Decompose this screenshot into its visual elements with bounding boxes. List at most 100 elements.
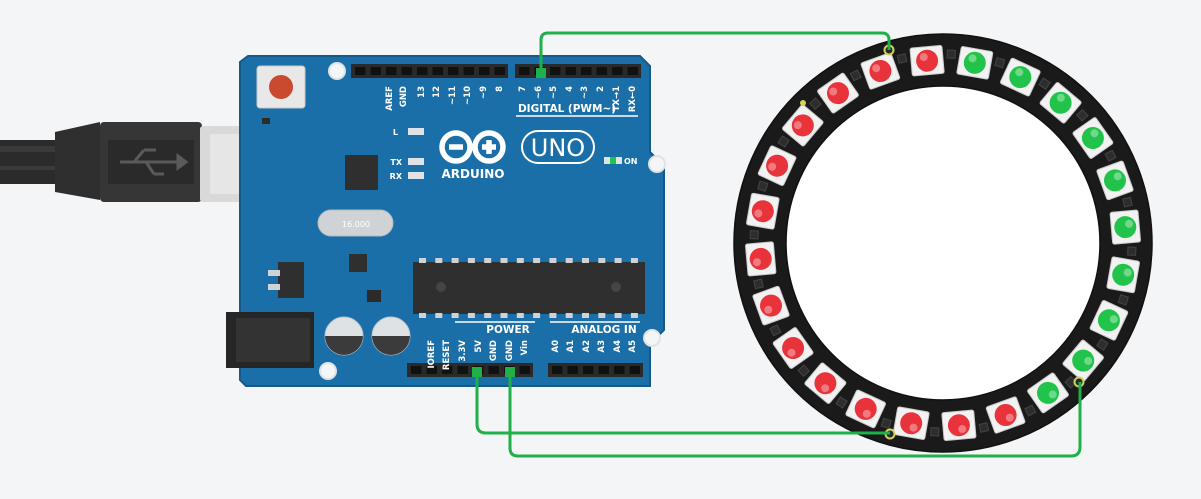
analog-pin-hole[interactable] (614, 366, 625, 374)
pin-label: IOREF (427, 340, 437, 369)
pin-label: RESET (442, 340, 452, 370)
pin-label: A2 (582, 340, 592, 353)
ring-capacitor (835, 396, 848, 409)
power-pin-hole[interactable] (426, 366, 438, 374)
ring-capacitor (978, 422, 990, 433)
led-green[interactable] (956, 46, 994, 80)
led-red[interactable] (941, 409, 977, 441)
analog-pin-hole[interactable] (629, 366, 641, 374)
voltage-regulator (268, 262, 304, 298)
chip-leg (533, 258, 541, 263)
dc-power-jack[interactable] (226, 312, 314, 368)
led-green[interactable] (1109, 209, 1141, 245)
power-pin-hole[interactable] (457, 366, 469, 374)
led-red[interactable] (892, 406, 930, 440)
crystal-label: 16.000 (342, 220, 370, 229)
ring-capacitor (749, 230, 759, 240)
uno-badge: UNO (521, 130, 595, 164)
led-red[interactable] (772, 327, 814, 369)
analog-pin-hole[interactable] (598, 366, 610, 374)
power-wire[interactable] (475, 373, 890, 435)
led-l-indicator: L (393, 128, 424, 137)
mounting-hole (648, 155, 666, 173)
led-red[interactable] (757, 145, 797, 186)
ground-wire[interactable] (508, 373, 1082, 458)
led-green[interactable] (1062, 339, 1104, 382)
digital-left-pin-hole[interactable] (494, 67, 506, 75)
arduino-uno-board[interactable]: 16.000 (226, 55, 666, 387)
chip-leg (435, 313, 443, 318)
pin-label: 4 (565, 86, 575, 92)
led-tx-indicator: TX (390, 158, 424, 167)
ring-capacitor (1038, 77, 1051, 90)
small-chip (349, 254, 367, 272)
led-red[interactable] (817, 72, 859, 114)
led-green[interactable] (1072, 117, 1114, 159)
digital-right-pin-hole[interactable] (596, 67, 608, 75)
digital-right-pin-hole[interactable] (627, 67, 639, 75)
analog-pin-hole[interactable] (567, 366, 579, 374)
digital-left-pin-hole[interactable] (370, 67, 382, 75)
digital-left-pin-hole[interactable] (432, 67, 444, 75)
digital-right-pin-hole[interactable] (612, 67, 623, 75)
led-red[interactable] (985, 396, 1026, 434)
led-red[interactable] (782, 104, 824, 147)
analog-pin-hole[interactable] (583, 366, 594, 374)
led-red[interactable] (845, 389, 886, 429)
neopixel-ring[interactable] (733, 33, 1153, 453)
digital-left-pin-hole[interactable] (463, 67, 475, 75)
arduino-logo: ARDUINO (439, 130, 506, 181)
led-red[interactable] (746, 192, 780, 230)
led-red[interactable] (860, 52, 901, 90)
led-green[interactable] (1039, 82, 1082, 124)
pin-label: ~10 (463, 86, 473, 105)
digital-left-pin-hole[interactable] (417, 67, 428, 75)
wires (472, 31, 1082, 458)
power-pin-hole[interactable] (488, 366, 500, 374)
ring-capacitor (1064, 375, 1078, 389)
led-red[interactable] (909, 45, 945, 77)
power-socket-body (407, 363, 533, 377)
led-red[interactable] (745, 241, 777, 277)
led-red[interactable] (752, 285, 790, 326)
pin-label: 2 (596, 86, 606, 92)
digital-left-pin-hole[interactable] (479, 67, 490, 75)
digital-left-pin-hole[interactable] (386, 67, 397, 75)
reset-button[interactable] (256, 65, 306, 109)
digital-right-pin-hole[interactable] (581, 67, 592, 75)
power-pin-hole[interactable] (411, 366, 422, 374)
chip-leg (484, 258, 492, 263)
digital-right-pin-hole[interactable] (565, 67, 577, 75)
ring-capacitor (1096, 338, 1109, 351)
data-wire[interactable] (539, 31, 891, 74)
brand-logo-text: ARDUINO (442, 167, 505, 181)
led-green[interactable] (1096, 160, 1134, 201)
chip-leg (582, 313, 589, 318)
mounting-hole (643, 329, 661, 347)
usb-controller-chip (345, 155, 378, 190)
model-badge: UNO (531, 134, 585, 162)
digital-right-pin-hole[interactable] (519, 67, 530, 75)
led-green[interactable] (1106, 256, 1140, 294)
digital-left-pin-hole[interactable] (401, 67, 413, 75)
power-pin-hole[interactable] (519, 366, 531, 374)
chip-leg (598, 313, 606, 318)
ring-capacitor (753, 278, 764, 290)
ring-capacitor (777, 135, 790, 148)
analog-pin-hole[interactable] (552, 366, 563, 374)
digital-left-pin-hole[interactable] (355, 67, 366, 75)
led-green[interactable] (1089, 300, 1129, 341)
ring-capacitor (896, 53, 908, 64)
led-green[interactable] (1027, 372, 1069, 414)
pin-label: 5V (474, 340, 484, 353)
led-red[interactable] (804, 362, 847, 404)
chip-leg (500, 313, 508, 318)
led-green[interactable] (1000, 57, 1041, 97)
digital-left-pin-hole[interactable] (448, 67, 459, 75)
chip-leg (630, 258, 638, 263)
pin-label: RX←0 (628, 86, 638, 112)
power-pin-hole[interactable] (442, 366, 453, 374)
ring-capacitor (1127, 246, 1137, 256)
digital-right-pin-hole[interactable] (550, 67, 561, 75)
